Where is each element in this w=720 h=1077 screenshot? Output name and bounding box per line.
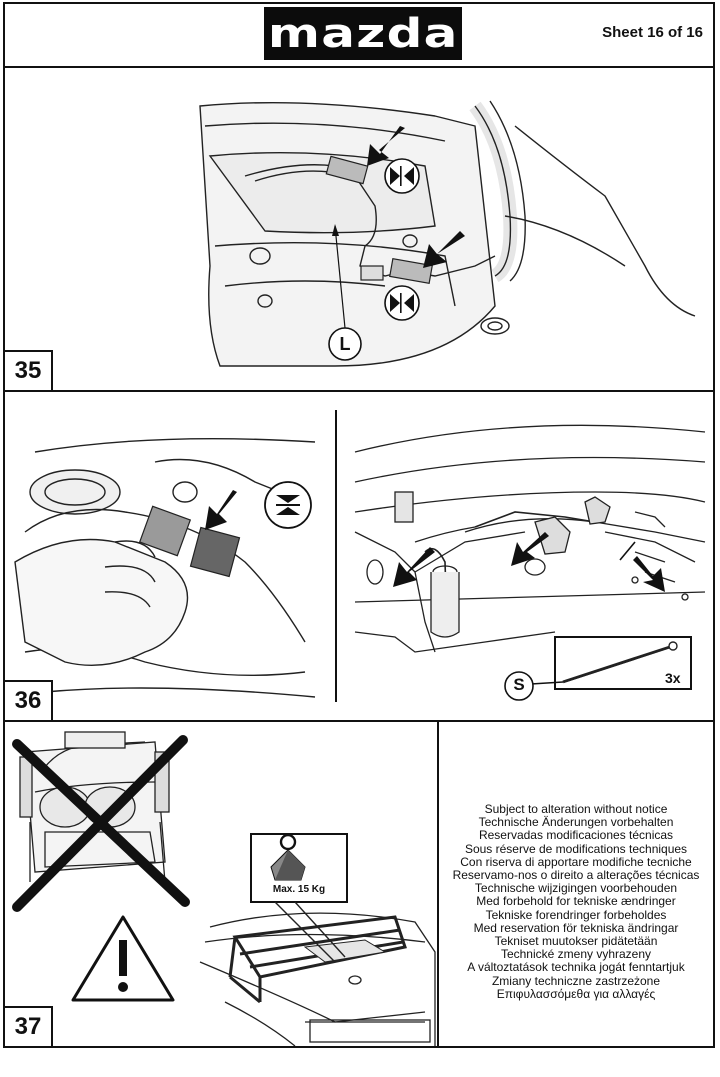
- notice-line-cs: Technické zmeny vyhrazeny: [500, 947, 652, 962]
- step-36-divider: [335, 410, 337, 702]
- step-number-35: 35: [5, 350, 53, 390]
- step-36-left-illustration: [14, 437, 316, 698]
- notice-line-da: Med forbehold for tekniske ændringer: [476, 894, 676, 909]
- notice-line-es: Reservadas modificaciones técnicas: [478, 828, 674, 843]
- notice-line-fi: Tekniset muutokser pidätetään: [494, 934, 658, 948]
- notice-line-it: Con riserva di apportare modifiche tecni…: [460, 854, 692, 869]
- brand-wordmark: mazda: [267, 10, 459, 57]
- mazda-logo: mazda: [264, 7, 462, 60]
- step-35-illustration: [199, 100, 696, 367]
- step-number-37: 37: [5, 1006, 53, 1046]
- callout-L: L: [339, 334, 351, 354]
- notice-line-el: Επιφυλασσόμεθα για αλλαγές: [496, 986, 656, 1001]
- notice-line-pt: Reservamo-nos o direito a alterações téc…: [452, 867, 700, 882]
- callout-S: S: [513, 675, 525, 694]
- notice-line-fr: Sous réserve de modifications techniques: [464, 841, 688, 856]
- weight-label: Max. 15 Kg: [272, 884, 326, 895]
- quantity-label: 3x: [665, 670, 681, 686]
- step-36-panel: S 3x 36: [5, 392, 713, 722]
- notice-line-no: Tekniske forendringer forbeholdes: [485, 907, 667, 922]
- step-number-36: 36: [5, 680, 53, 720]
- notice-line-pl: Zmiany techniczne zastrzeżone: [491, 973, 661, 988]
- notice-line-nl: Technische wijzigingen voorbehouden: [474, 881, 678, 896]
- notice-line-de: Technische Änderungen vorbehalten: [478, 815, 674, 830]
- step-36-right-illustration: [354, 424, 706, 701]
- instruction-sheet: mazda Sheet 16 of 16: [3, 2, 715, 1048]
- step-37-illustration: [12, 731, 436, 1046]
- alteration-notice: Subject to alteration without notice Tec…: [437, 722, 713, 1046]
- notice-line-en: Subject to alteration without notice: [484, 801, 668, 816]
- notice-line-sv: Med reservation för tekniska ändringar: [473, 920, 679, 935]
- step-37-panel: Max. 15 Kg Subject to alteration without…: [5, 722, 713, 1046]
- header: mazda Sheet 16 of 16: [5, 4, 713, 68]
- sheet-number: Sheet 16 of 16: [602, 24, 703, 41]
- notice-line-hu: A változtatások technika jogát fenntartj…: [467, 960, 685, 975]
- step-35-panel: L 35: [5, 66, 713, 392]
